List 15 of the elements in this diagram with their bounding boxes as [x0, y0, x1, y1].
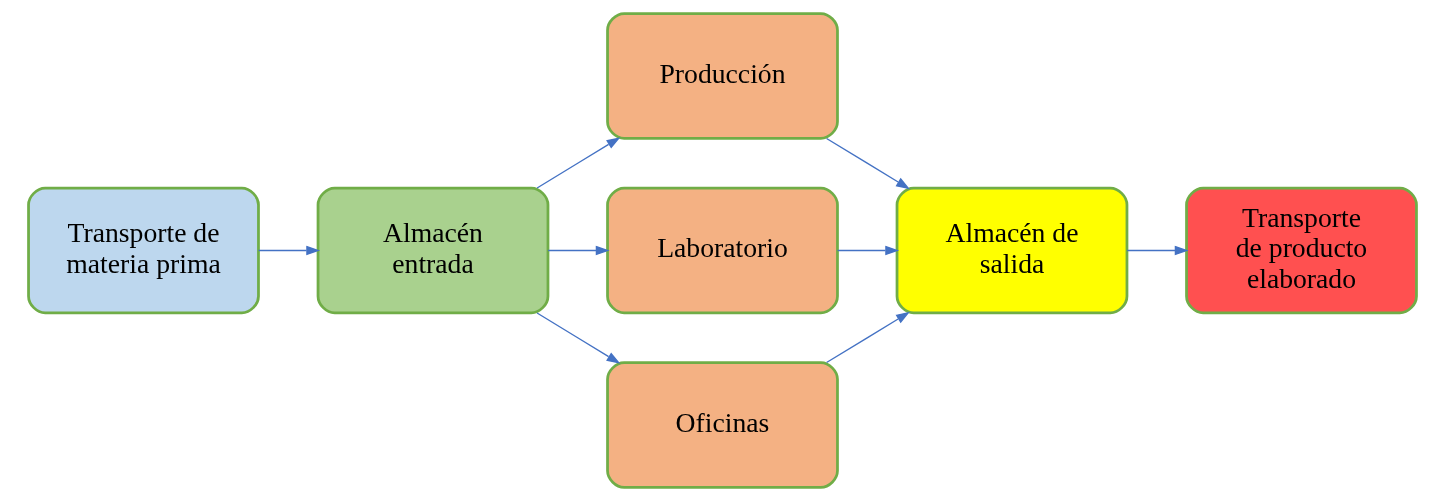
arrow	[536, 137, 621, 189]
node-box: Laboratorio	[606, 186, 839, 315]
node-box: Producción	[606, 12, 839, 140]
arrow	[547, 245, 610, 256]
arrow	[1126, 245, 1189, 256]
arrow	[836, 245, 900, 256]
node-box: Oficinas	[606, 361, 839, 489]
node-box: Almacén entrada	[316, 186, 550, 315]
node-box: Transporte de producto elaborado	[1185, 186, 1418, 315]
arrow	[257, 245, 321, 256]
node-box: Transporte de materia prima	[27, 186, 260, 315]
arrow	[536, 312, 621, 364]
arrow	[825, 311, 910, 364]
node-box: Almacén de salida	[895, 186, 1129, 315]
arrow	[825, 137, 910, 190]
